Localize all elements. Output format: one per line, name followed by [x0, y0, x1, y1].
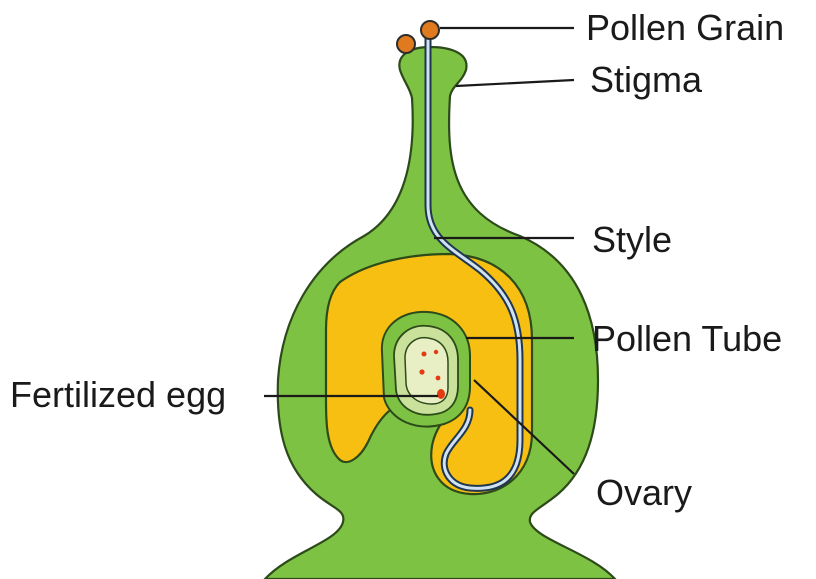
label-style: Style	[592, 219, 672, 260]
leader-stigma	[456, 80, 574, 86]
label-pollen-tube: Pollen Tube	[592, 318, 782, 359]
label-ovary: Ovary	[596, 472, 692, 513]
pollen-grain-left	[397, 35, 415, 53]
pollen-grain-top	[421, 21, 439, 39]
label-fertilized-egg: Fertilized egg	[10, 374, 226, 415]
label-pollen-grain: Pollen Grain	[586, 7, 784, 48]
label-stigma: Stigma	[590, 59, 703, 100]
